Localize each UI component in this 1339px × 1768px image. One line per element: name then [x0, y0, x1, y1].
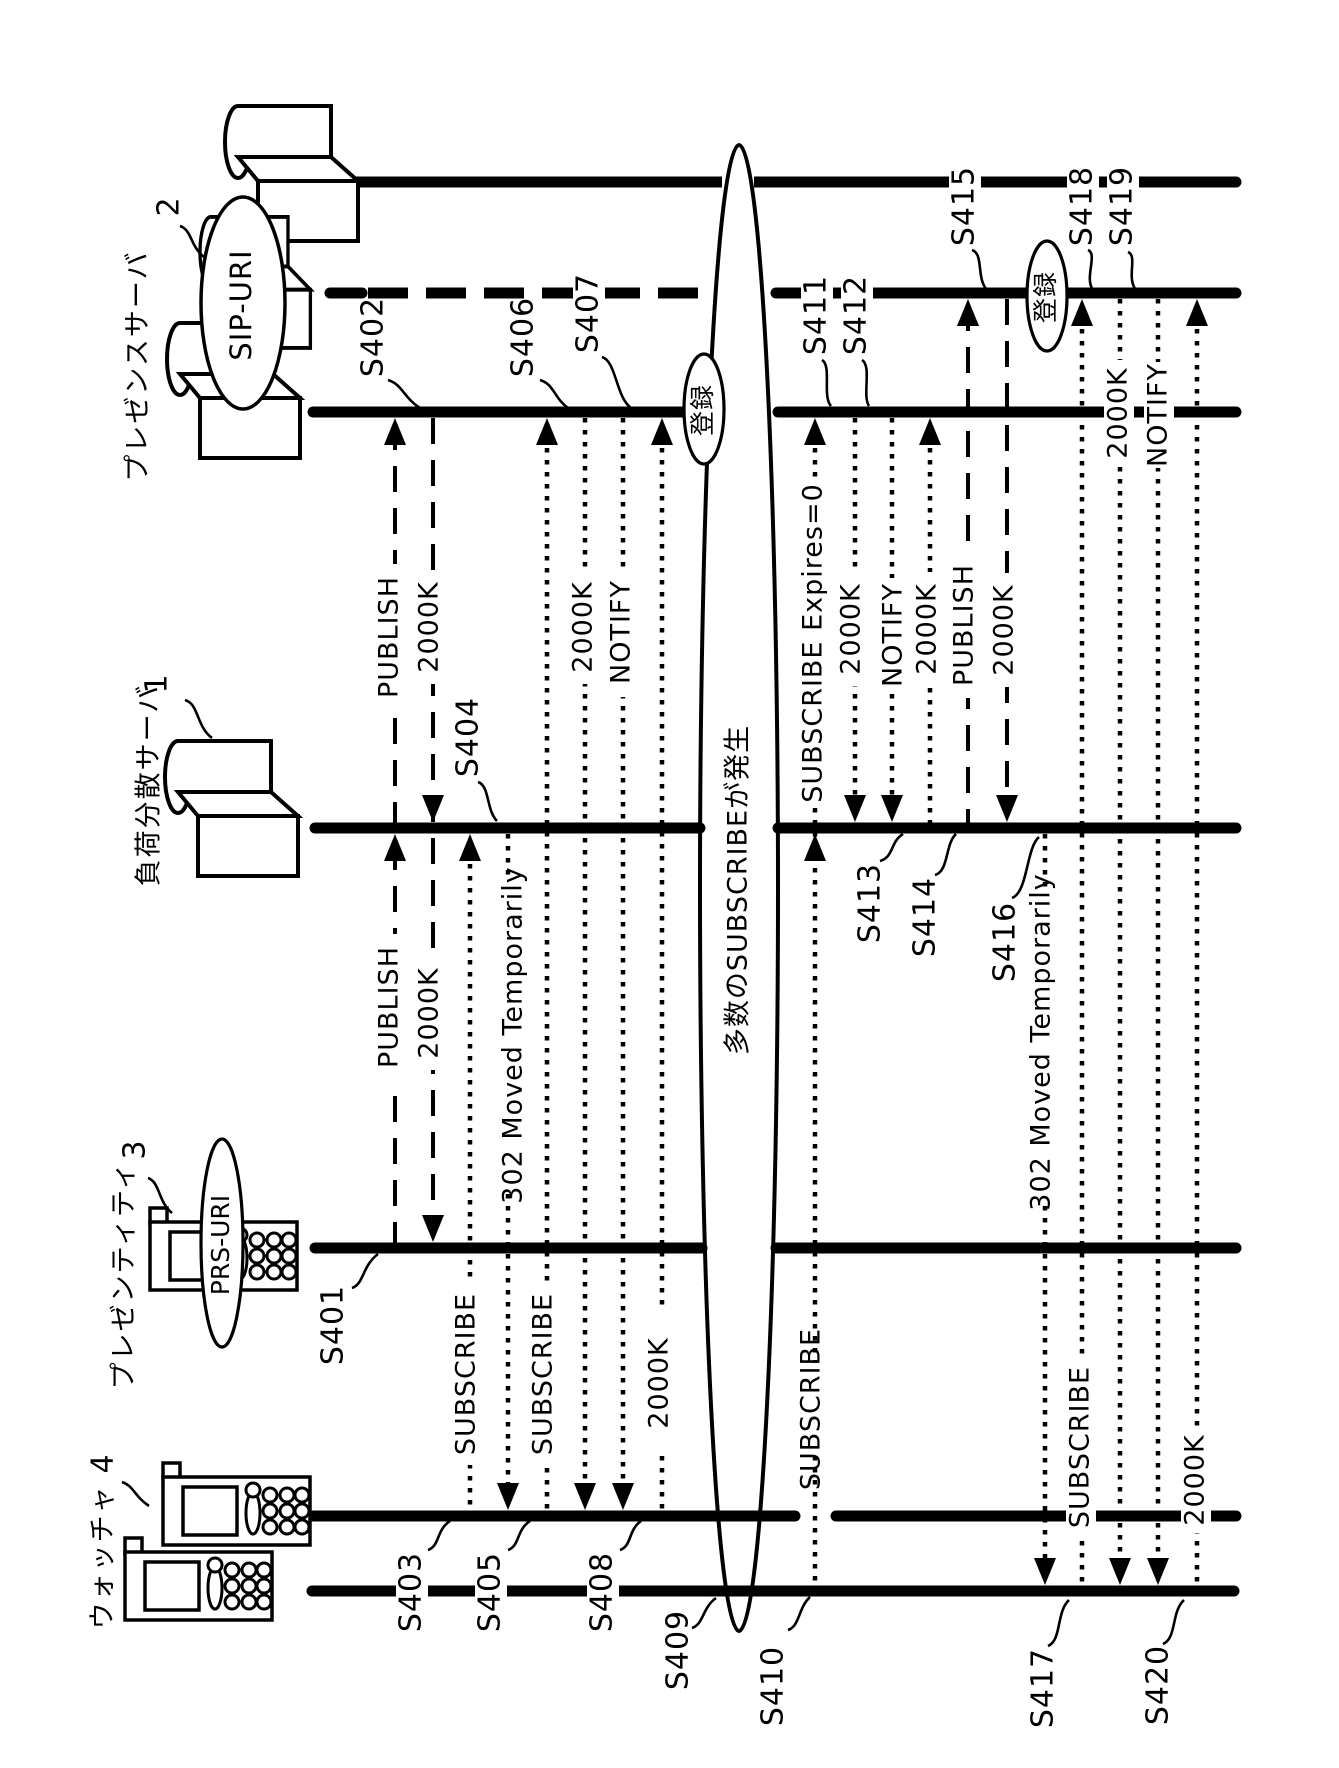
step-s410: S410: [756, 1646, 791, 1726]
registration-events: 登録 登録: [682, 239, 1069, 466]
step-s418: S418: [1065, 166, 1100, 246]
entity-ref-load-balancer: 1: [140, 674, 175, 693]
step-s404: S404: [451, 697, 486, 777]
step-s403: S403: [394, 1552, 429, 1632]
entity-ref-presentity: 3: [118, 1140, 153, 1159]
step-s406: S406: [506, 297, 541, 377]
label-2000k-s416: 2000K: [989, 584, 1020, 676]
arrowhead-up-subscribe-at-load: [459, 834, 481, 861]
step-s420: S420: [1141, 1645, 1176, 1725]
label-subscribe-s406: SUBSCRIBE: [528, 1293, 559, 1455]
label-2000k-1: 2000K: [414, 581, 445, 673]
arrowhead-down-2000k-s412: [844, 795, 866, 822]
step-s413: S413: [853, 863, 888, 943]
step-s409: S409: [661, 1610, 696, 1690]
label-2000k-s419: 2000K: [1103, 367, 1134, 459]
sip-uri-label: SIP-URI: [224, 249, 258, 360]
step-s402: S402: [356, 297, 391, 377]
step-s401: S401: [316, 1285, 351, 1365]
prs-uri-oval[interactable]: [199, 1137, 245, 1349]
arrowhead-down-2000k-s419: [1109, 1558, 1131, 1585]
entity-ref-presence-server: 2: [152, 197, 187, 216]
registration-oval-2[interactable]: [1025, 239, 1069, 353]
label-notify-s413: NOTIFY: [878, 583, 909, 687]
arrowhead-up-2000k-s420: [1186, 299, 1208, 326]
registration-label-1: 登録: [688, 384, 717, 436]
entity-label-watcher: ウォッチャ: [88, 1485, 119, 1630]
label-2000k-s414: 2000K: [912, 583, 943, 675]
sip-uri-oval[interactable]: [199, 195, 287, 411]
step-s407: S407: [571, 273, 606, 353]
step-s411: S411: [799, 275, 834, 355]
ellipse-gap-l1: [722, 173, 754, 191]
label-notify-right: NOTIFY: [1143, 363, 1174, 467]
arrowhead-up-expires0-at-presence: [804, 418, 826, 445]
label-publish-s401: PUBLISH: [374, 946, 405, 1068]
entity-label-presentity: プレゼンティティ: [109, 1161, 140, 1390]
mass-subscribe-label: 多数のSUBSCRIBEが発生: [723, 725, 754, 1055]
watcher-phone-icon-2[interactable]: [123, 1536, 274, 1622]
arrowhead-down-2000k-at-watcher1: [574, 1483, 596, 1510]
label-2000k-s412: 2000K: [836, 583, 867, 675]
arrowhead-down-2000k-at-presentity: [422, 1215, 444, 1242]
label-2000k-3: 2000K: [644, 1337, 675, 1429]
step-s414: S414: [908, 877, 943, 957]
label-publish-s415: PUBLISH: [949, 564, 980, 686]
arrowhead-up-2000k-s414: [919, 418, 941, 445]
label-publish-s402: PUBLISH: [374, 576, 405, 698]
mass-subscribe-ellipse[interactable]: [698, 143, 780, 1633]
step-s419: S419: [1105, 166, 1140, 246]
arrowhead-down-notify-at-watcher1: [612, 1483, 634, 1510]
arrowhead-up-expires0-at-load: [804, 834, 826, 861]
leader-squiggles: [351, 248, 1185, 1648]
arrowhead-down-302-at-watcher2: [1034, 1558, 1056, 1585]
label-subscribe-expires0: SUBSCRIBE Expires=0: [798, 483, 829, 803]
label-subscribe-s417: SUBSCRIBE: [1065, 1366, 1096, 1528]
arrowhead-down-notify-s413: [881, 795, 903, 822]
label-backgrounds: [318, 165, 1211, 1729]
step-s408: S408: [585, 1552, 620, 1632]
label-2000k-s420: 2000K: [1180, 1434, 1211, 1526]
registration-label-2: 登録: [1031, 271, 1060, 323]
arrowhead-down-2000k-at-load: [422, 795, 444, 822]
step-s416: S416: [988, 902, 1023, 982]
entity-label-presence-server: プレゼンスサーバ: [123, 250, 154, 481]
registration-oval-1[interactable]: [682, 352, 726, 466]
arrowhead-up-subscribe-s418: [1071, 299, 1093, 326]
label-subscribe-s410: SUBSCRIBE: [796, 1328, 827, 1490]
entity-label-load-balancer: 負荷分散サーバ: [134, 684, 165, 887]
arrowhead-up-2000k-at-presence: [651, 418, 673, 445]
arrowhead-up-subscribe-at-presence: [536, 418, 558, 445]
entity-leader-squiggles: [121, 224, 213, 1508]
label-302moved-s405: 302 Moved Temporarily: [498, 866, 529, 1203]
step-s405: S405: [473, 1552, 508, 1632]
watcher-phone-icon-1[interactable]: [161, 1461, 312, 1547]
label-2000k-s407: 2000K: [568, 581, 599, 673]
prs-uri-label: PRS-URI: [206, 1195, 235, 1295]
label-notify-s408: NOTIFY: [606, 580, 637, 684]
arrowhead-down-302-at-watcher1: [497, 1483, 519, 1510]
arrowhead-up-publish-at-presence: [384, 418, 406, 445]
load-balancer-icon[interactable]: [163, 739, 300, 878]
arrowhead-down-2000k-s416: [996, 795, 1018, 822]
arrowhead-up-publish-s415: [957, 299, 979, 326]
step-s415: S415: [947, 166, 982, 246]
step-s412: S412: [839, 275, 874, 355]
label-302moved-right: 302 Moved Temporarily: [1026, 873, 1057, 1210]
label-2000k-2: 2000K: [414, 967, 445, 1059]
arrowhead-down-notify-at-watcher2: [1147, 1558, 1169, 1585]
arrowhead-up-publish-at-load: [384, 834, 406, 861]
step-s417: S417: [1026, 1648, 1061, 1728]
label-subscribe-s403: SUBSCRIBE: [451, 1293, 482, 1455]
entity-ref-watcher: 4: [86, 1454, 121, 1473]
